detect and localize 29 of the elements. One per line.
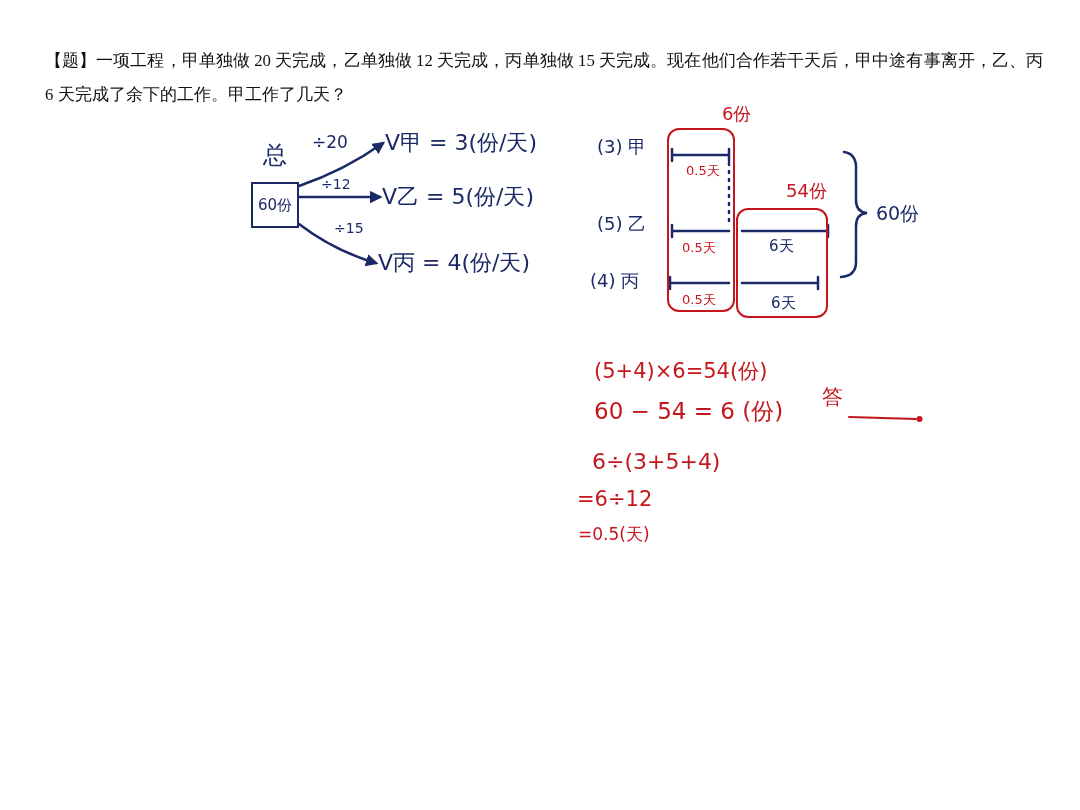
segment-duration: 0.5天 <box>682 293 716 308</box>
brace-label: 60份 <box>876 203 920 224</box>
segment-duration: 0.5天 <box>682 241 716 256</box>
equation: 6÷(3+5+4) <box>592 450 721 475</box>
row-label: (4) 丙 <box>590 271 640 291</box>
equation: (5+4)×6=54(份) <box>594 360 768 384</box>
answer-label: 答 <box>822 386 843 410</box>
velocity-formula: V乙 = 5(份/天) <box>382 185 535 210</box>
segment-duration: 0.5天 <box>686 164 720 179</box>
arrow <box>297 141 386 188</box>
row-label: (5) 乙 <box>597 214 647 234</box>
group-total-label: 6份 <box>722 104 752 124</box>
problem-text: 【题】一项工程，甲单独做 20 天完成，乙单独做 12 天完成，丙单独做 15 天完成。现在他们合作若干天后，甲中途有事离开，乙、丙 6 天完成了余下的工作。甲工作了几天？ <box>45 51 1043 104</box>
equation: =6÷12 <box>577 488 653 512</box>
row-label: (3) 甲 <box>597 137 647 157</box>
velocity-formula: V丙 = 4(份/天) <box>378 251 531 276</box>
segment-duration: 6天 <box>769 238 794 255</box>
arrow <box>297 190 383 204</box>
edge-label: ÷15 <box>334 221 364 237</box>
arrow <box>297 222 379 267</box>
edge-label: ÷20 <box>312 133 348 152</box>
box-heading: 总 <box>262 142 288 169</box>
box-text: 60份 <box>256 197 294 214</box>
velocity-formula: V甲 = 3(份/天) <box>385 131 538 156</box>
segment-duration: 6天 <box>771 295 796 312</box>
edge-label: ÷12 <box>321 177 351 193</box>
equation: 60 − 54 = 6 (份) <box>594 399 784 425</box>
equation: =0.5(天) <box>578 525 650 544</box>
group-total-label: 54份 <box>786 181 827 201</box>
